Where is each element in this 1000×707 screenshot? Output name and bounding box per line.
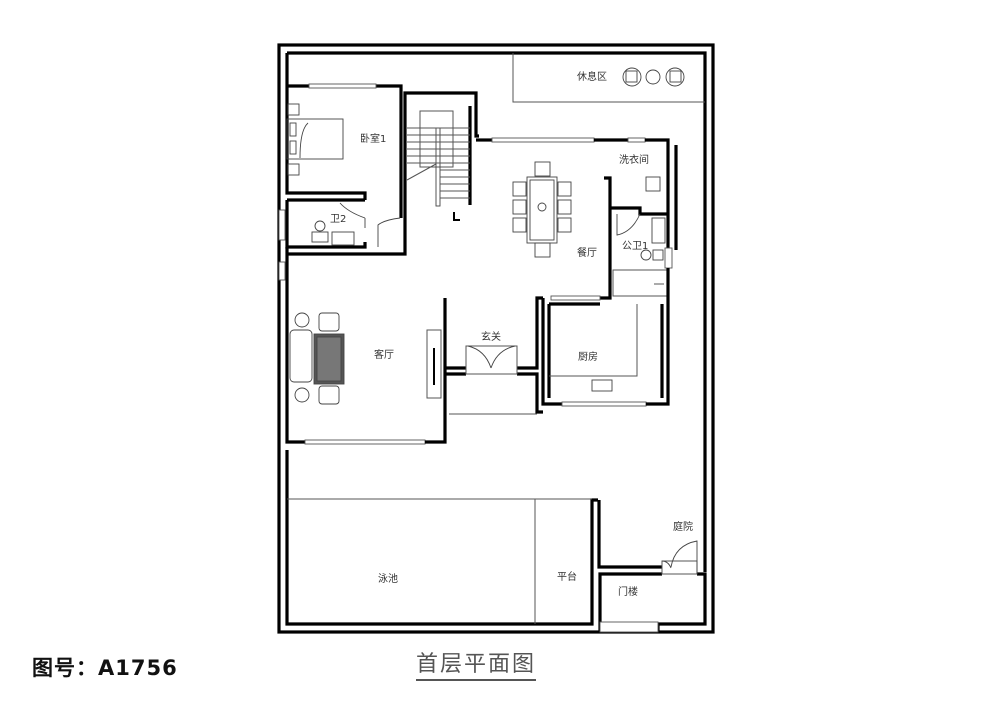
label-living: 客厅 <box>374 348 394 361</box>
table-icon <box>645 69 661 85</box>
outer-boundary-wall <box>277 43 715 634</box>
foyer-walls <box>445 296 543 415</box>
gatehouse <box>598 540 707 633</box>
dining-walls <box>476 137 678 300</box>
living-walls <box>278 242 447 445</box>
label-public-bath1: 公卫1 <box>622 241 648 252</box>
label-lounge: 休息区 <box>577 70 607 83</box>
toilet-icon <box>311 231 329 243</box>
living-window <box>304 439 426 445</box>
staircase <box>403 91 479 242</box>
label-laundry: 洗衣间 <box>619 153 649 166</box>
pool-area <box>285 450 662 626</box>
drawing-number: 图号：A1756 <box>32 656 178 680</box>
kitchen-walls <box>541 295 670 407</box>
label-bath2: 卫2 <box>330 214 346 225</box>
sofa-icon <box>289 329 313 383</box>
bed-icon <box>286 118 344 160</box>
nightstand-icon <box>287 163 300 176</box>
bath2-walls <box>278 198 401 249</box>
armchair-icon <box>318 385 340 405</box>
plant-icon <box>294 387 310 403</box>
kitchen-window <box>561 401 647 407</box>
entry-door <box>465 345 518 375</box>
label-bedroom1: 卧室1 <box>360 132 386 145</box>
label-kitchen: 厨房 <box>578 350 598 363</box>
label-pool: 泳池 <box>378 572 398 585</box>
drawing-title: 首层平面图 <box>416 652 537 681</box>
dining-table-icon <box>526 176 558 244</box>
bedroom-window <box>308 83 377 89</box>
nightstand-icon <box>287 103 300 116</box>
bedroom-walls <box>285 83 403 218</box>
gate-opening <box>599 621 659 633</box>
lounge-area <box>512 53 705 103</box>
sink-icon <box>331 231 355 246</box>
label-platform: 平台 <box>557 570 577 583</box>
sink-icon <box>651 217 666 244</box>
dining-window <box>491 137 595 143</box>
toilet-icon <box>640 249 652 261</box>
label-dining: 餐厅 <box>577 246 597 259</box>
sink-icon <box>591 379 613 392</box>
label-courtyard: 庭院 <box>673 520 693 533</box>
label-foyer: 玄关 <box>481 330 501 343</box>
chair-icon <box>622 67 642 87</box>
plant-icon <box>294 312 310 328</box>
washer-icon <box>645 176 661 192</box>
chair-icon <box>665 67 685 87</box>
tv-console-icon <box>426 329 442 399</box>
armchair-icon <box>318 312 340 332</box>
label-gatehouse: 门楼 <box>618 585 638 598</box>
